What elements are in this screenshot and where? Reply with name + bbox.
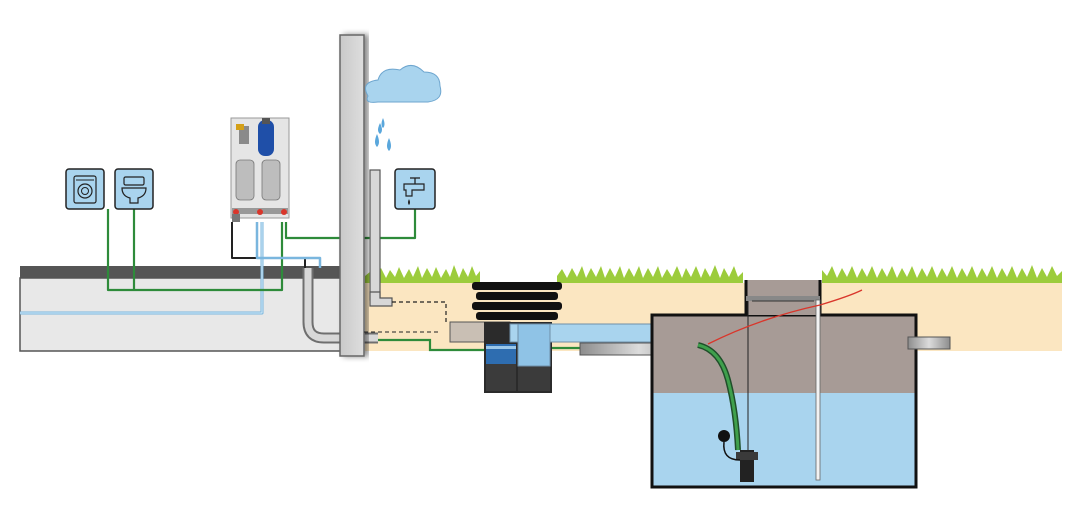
rain-cloud-icon — [365, 65, 442, 151]
house-floor — [19, 266, 343, 352]
pump-pressure-line — [378, 338, 485, 352]
toilet-icon — [114, 168, 154, 210]
house-wall — [339, 34, 365, 357]
grass-strip — [365, 265, 1062, 283]
outdoor-tap-icon — [394, 168, 436, 210]
washing-machine-icon — [65, 168, 105, 210]
overflow-link-dashed — [392, 301, 447, 322]
submersible-pump — [697, 342, 758, 482]
storage-tank — [650, 280, 951, 489]
power-cable — [707, 289, 863, 345]
rain-downpipe — [369, 169, 393, 307]
pump-station — [230, 117, 290, 222]
